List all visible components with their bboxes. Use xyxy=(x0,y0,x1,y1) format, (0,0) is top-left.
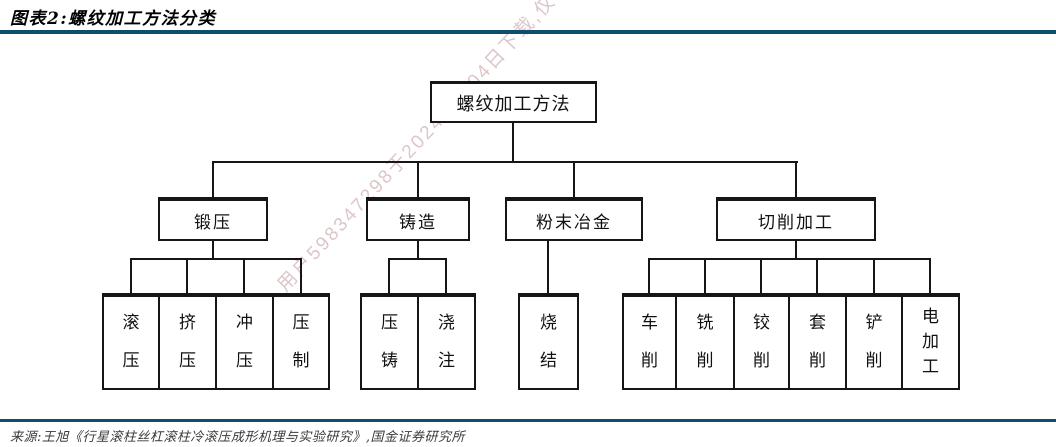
connector-cutting-stem xyxy=(795,241,797,260)
figure-title: 图表2:螺纹加工方法分类 xyxy=(10,9,217,29)
node-turning: 车削 xyxy=(622,293,677,390)
leaf-char: 压 xyxy=(381,313,398,334)
leaf-char: 铣 xyxy=(696,313,714,334)
leaf-char: 削 xyxy=(696,350,714,371)
connector-drop-edm xyxy=(929,258,931,293)
connector-drop-pouring xyxy=(445,258,447,293)
connector-drop-rolling xyxy=(130,258,132,293)
leaf-char: 削 xyxy=(809,350,826,371)
leaf-char: 电 xyxy=(922,307,939,327)
connector-drop-forging xyxy=(212,161,214,197)
connector-forging-bar xyxy=(130,258,302,260)
node-pouring: 浇注 xyxy=(417,293,476,390)
leaf-char: 削 xyxy=(641,350,658,371)
node-thread-machining-methods: 螺纹加工方法 xyxy=(430,81,597,123)
leaf-char: 挤 xyxy=(179,313,196,334)
leaf-char: 注 xyxy=(438,350,455,371)
watermark-text: 用户598347298于2024-01-04日下载,仅供 xyxy=(273,0,576,297)
node-die-casting: 压铸 xyxy=(360,293,419,390)
connector-cutting-bar xyxy=(648,258,931,260)
leaf-char: 车 xyxy=(641,313,658,334)
connector-drop-relieving xyxy=(873,258,875,293)
leaf-char: 削 xyxy=(753,350,770,371)
connector-drop-extrusion xyxy=(186,258,188,293)
leaf-char: 铲 xyxy=(865,313,883,334)
node-reaming: 铰削 xyxy=(733,293,790,390)
connector-drop-milling xyxy=(704,258,706,293)
leaf-char: 铸 xyxy=(381,350,398,371)
connector-casting-bar xyxy=(388,258,447,260)
leaf-char: 套 xyxy=(809,313,826,334)
connector-drop-pressing xyxy=(300,258,302,293)
connector-drop-turning xyxy=(648,258,650,293)
leaf-char: 烧 xyxy=(540,313,557,334)
connector-forging-stem xyxy=(212,241,214,260)
leaf-char: 结 xyxy=(540,350,557,371)
node-forging: 锻压 xyxy=(158,197,268,241)
leaf-char: 铰 xyxy=(753,313,770,334)
leaf-char: 工 xyxy=(922,357,939,377)
node-casting: 铸造 xyxy=(366,197,470,241)
leaf-char: 冲 xyxy=(236,313,253,334)
leaf-char: 压 xyxy=(179,350,196,371)
connector-casting-stem xyxy=(417,241,419,260)
connector-drop-die-threading xyxy=(816,258,818,293)
connector-drop-cutting xyxy=(795,161,797,197)
connector-drop-casting xyxy=(417,161,419,197)
connector-sintering-stem xyxy=(547,241,549,293)
connector-level1-bar xyxy=(212,161,798,163)
leaf-char: 浇 xyxy=(438,313,455,334)
connector-drop-reaming xyxy=(760,258,762,293)
node-rolling: 滚压 xyxy=(102,293,160,390)
node-extrusion: 挤压 xyxy=(158,293,217,390)
leaf-char: 削 xyxy=(865,350,883,371)
node-edm: 电加工 xyxy=(901,293,960,390)
connector-drop-stamping xyxy=(243,258,245,293)
title-rule xyxy=(0,30,1056,34)
leaf-char: 滚 xyxy=(122,313,140,334)
node-stamping: 冲压 xyxy=(215,293,274,390)
leaf-char: 加 xyxy=(922,332,939,352)
source-caption: 来源:王旭《行星滚柱丝杠滚柱冷滚压成形机理与实验研究》,国金证券研究所 xyxy=(10,430,466,445)
connector-drop-die-casting xyxy=(388,258,390,293)
connector-root-stem xyxy=(512,123,514,163)
connector-drop-powder-metallurgy xyxy=(573,161,575,197)
leaf-char: 压 xyxy=(236,350,253,371)
leaf-char: 压 xyxy=(122,350,140,371)
node-die-threading: 套削 xyxy=(788,293,847,390)
node-cutting-machining: 切削加工 xyxy=(716,197,876,241)
node-relieving: 铲削 xyxy=(845,293,903,390)
node-sintering: 烧结 xyxy=(518,293,579,390)
leaf-char: 压 xyxy=(292,313,310,334)
footer-rule xyxy=(0,419,1056,422)
node-powder-metallurgy: 粉末冶金 xyxy=(505,197,643,241)
node-pressing: 压制 xyxy=(272,293,330,390)
node-milling: 铣削 xyxy=(675,293,735,390)
leaf-char: 制 xyxy=(292,350,310,371)
